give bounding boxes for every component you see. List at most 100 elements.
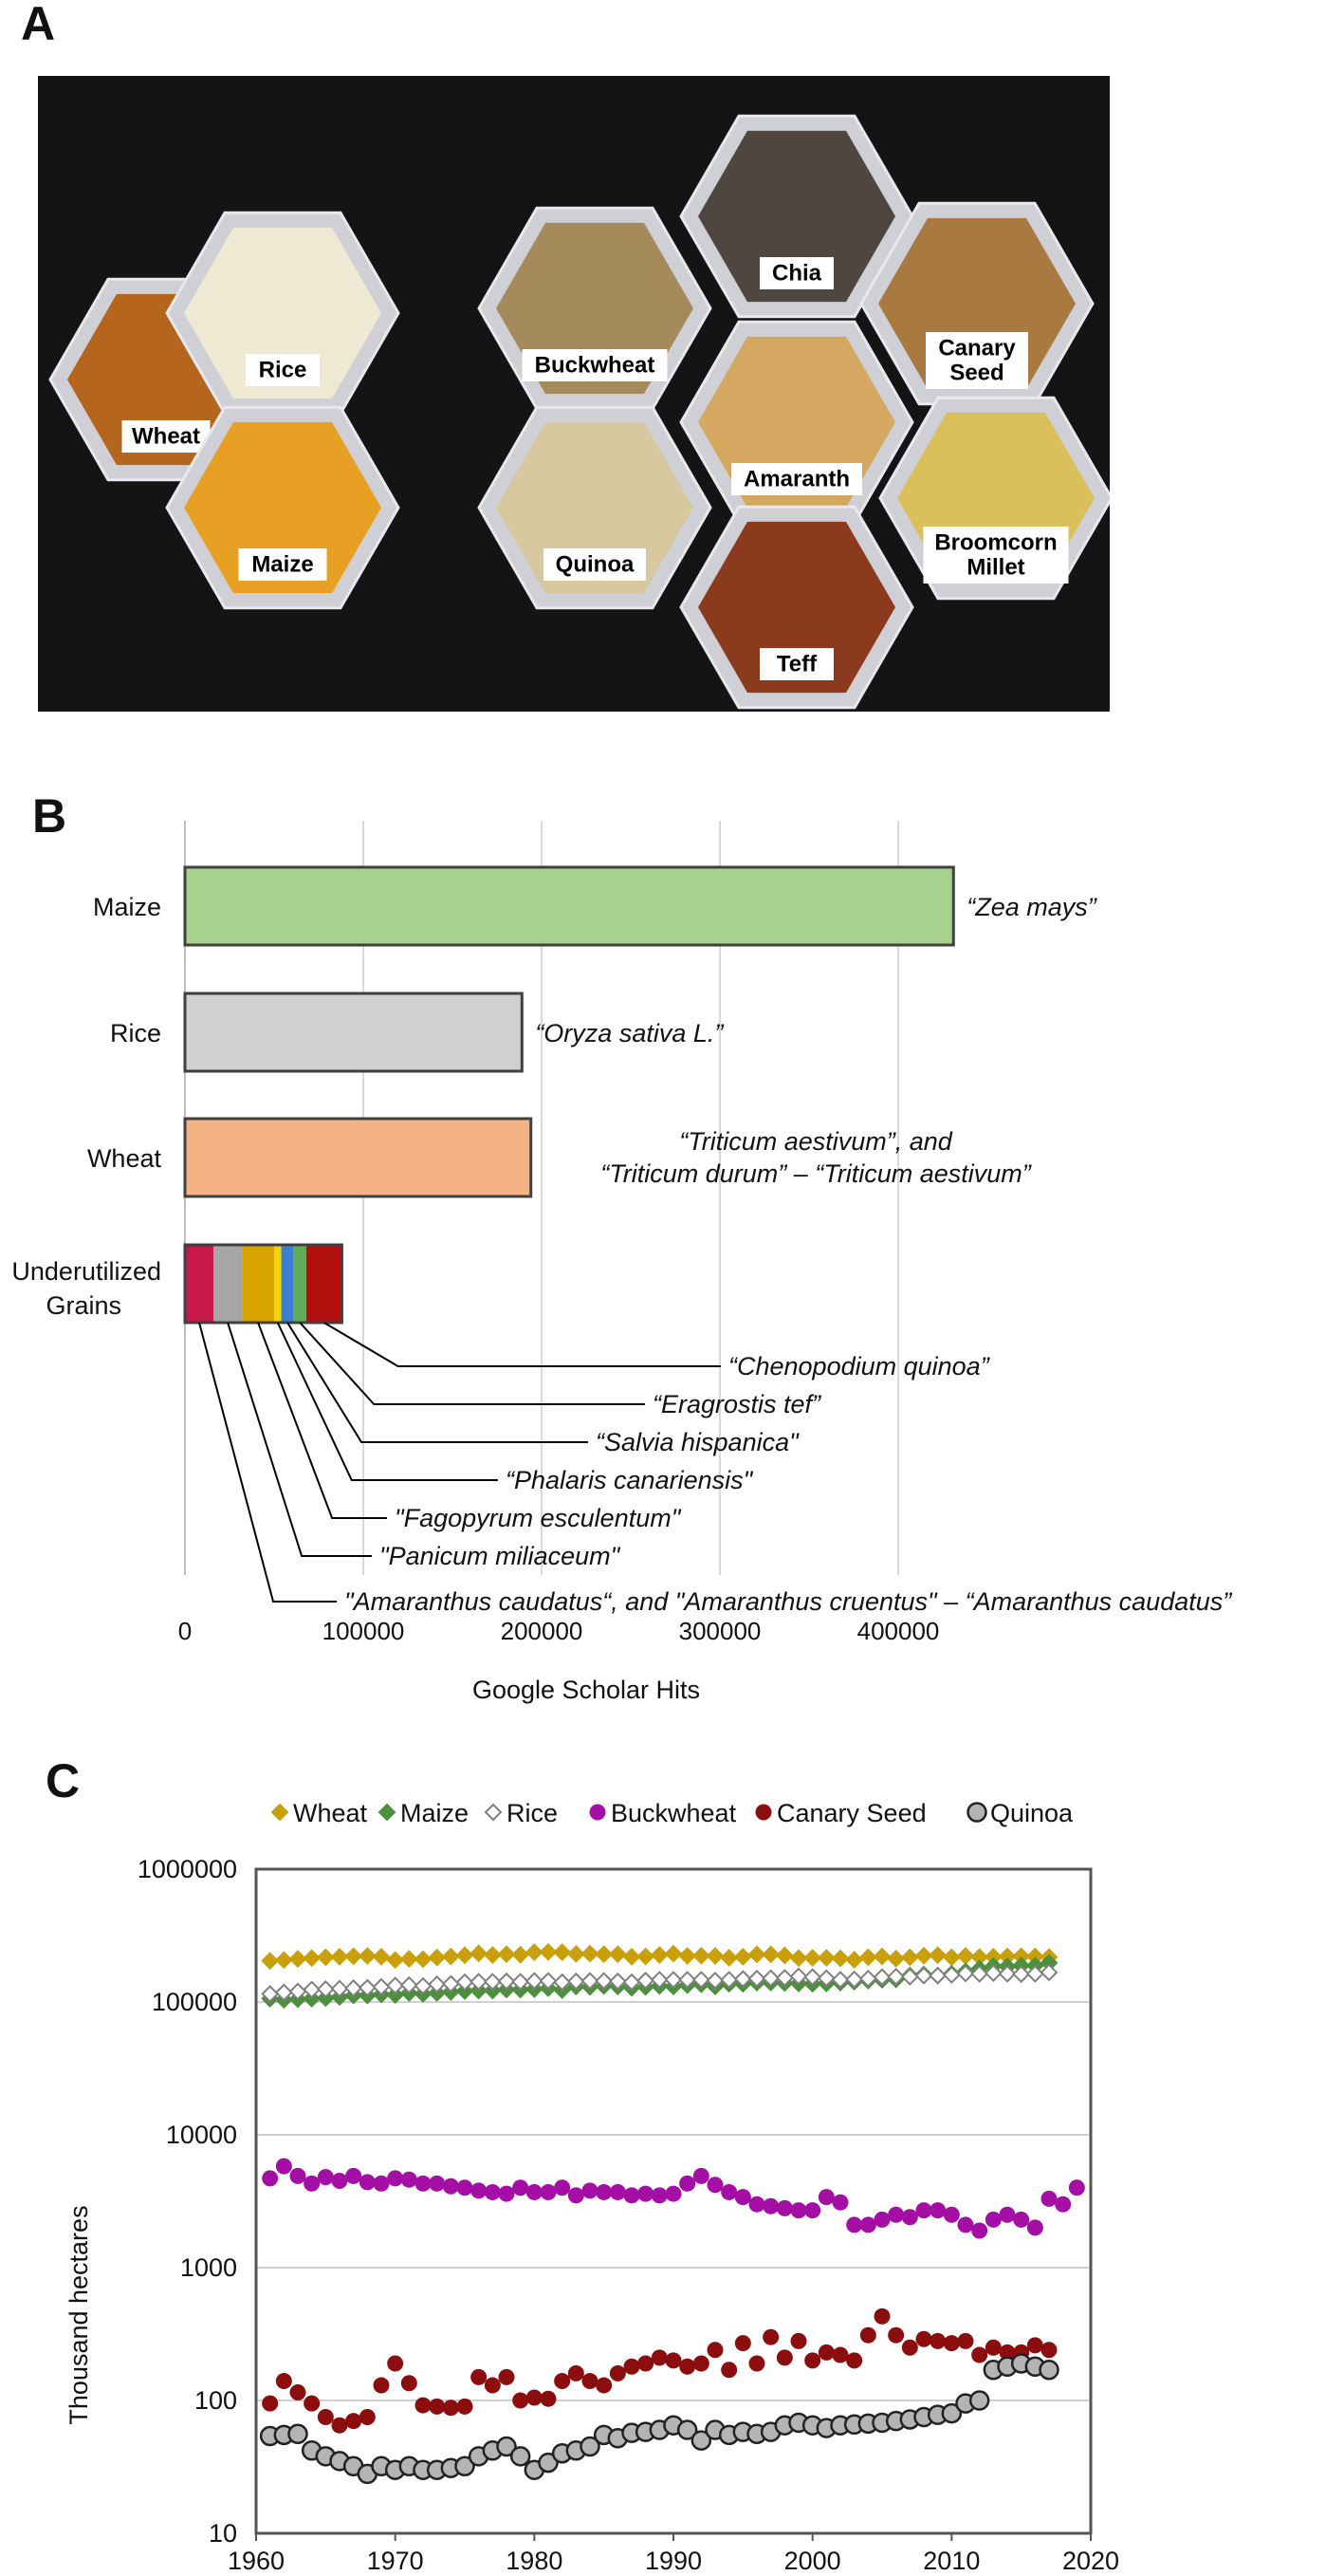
point-wheat (733, 1947, 752, 1966)
point-buckwheat (888, 2206, 905, 2223)
point-canary-seed (846, 2352, 863, 2369)
point-canary-seed (943, 2335, 960, 2352)
label-box-teff (760, 648, 834, 680)
point-canary-seed (373, 2377, 390, 2394)
leader-line-3 (257, 1322, 387, 1519)
bar-annotation-maize: “Zea mays” (967, 893, 1097, 921)
point-wheat (539, 1942, 558, 1961)
point-wheat (344, 1947, 363, 1966)
label-box-buckwheat (522, 349, 668, 381)
point-quinoa (941, 2402, 963, 2424)
species-label-3: "Fagopyrum esculentum" (395, 1504, 682, 1532)
point-rice (858, 1969, 877, 1988)
point-rice (497, 1972, 516, 1991)
point-buckwheat (525, 2183, 543, 2200)
point-rice (706, 1971, 725, 1990)
point-wheat (845, 1951, 864, 1969)
point-rice (789, 1967, 808, 1986)
point-buckwheat (859, 2216, 876, 2233)
point-wheat (441, 1947, 460, 1966)
stack-segment-7 (305, 1245, 342, 1323)
point-rice (887, 1967, 906, 1986)
point-buckwheat (763, 2197, 780, 2215)
point-buckwheat (790, 2202, 807, 2219)
point-rice (942, 1966, 961, 1984)
point-wheat (956, 1947, 975, 1965)
point-canary-seed (387, 2355, 404, 2372)
point-buckwheat (985, 2211, 1002, 2228)
point-rice (984, 1964, 1003, 1982)
point-wheat (887, 1949, 906, 1968)
point-buckwheat (665, 2185, 682, 2202)
point-canary-seed (525, 2389, 543, 2406)
point-buckwheat (734, 2189, 751, 2206)
legend-marker-canary-seed (755, 1804, 772, 1821)
legend-marker-rice (484, 1803, 503, 1822)
point-buckwheat (748, 2196, 765, 2213)
point-canary-seed (818, 2344, 835, 2361)
legend-marker-quinoa (967, 1802, 987, 1823)
point-wheat (483, 1946, 502, 1964)
legend-label-maize: Maize (400, 1799, 469, 1827)
point-rice (914, 1966, 933, 1985)
species-label-1: "Amaranthus caudatus“, and "Amaranthus c… (344, 1587, 1232, 1616)
point-canary-seed (707, 2342, 724, 2359)
point-rice (428, 1974, 447, 1993)
point-canary-seed (748, 2355, 765, 2372)
point-wheat (929, 1946, 948, 1965)
point-buckwheat (943, 2206, 960, 2223)
point-buckwheat (707, 2177, 724, 2194)
point-wheat (622, 1947, 641, 1966)
point-rice (455, 1973, 474, 1992)
point-canary-seed (596, 2377, 613, 2394)
point-buckwheat (776, 2199, 793, 2216)
point-rice (650, 1971, 669, 1989)
point-canary-seed (679, 2358, 696, 2375)
point-canary-seed (790, 2332, 807, 2349)
point-canary-seed (484, 2377, 501, 2394)
label-teff: Teff (777, 651, 818, 676)
point-quinoa (580, 2436, 600, 2457)
point-canary-seed (262, 2395, 279, 2412)
y-tick-label: 100 (194, 2386, 237, 2415)
point-buckwheat (581, 2182, 598, 2199)
point-rice (831, 1971, 850, 1989)
point-buckwheat (554, 2179, 571, 2196)
point-rice (303, 1980, 322, 1999)
point-wheat (525, 1943, 543, 1961)
point-canary-seed (957, 2332, 974, 2349)
point-buckwheat (1068, 2179, 1085, 2196)
bar-wheat (183, 1117, 533, 1198)
point-buckwheat (596, 2183, 613, 2200)
point-canary-seed (442, 2400, 459, 2417)
point-rice (762, 1969, 781, 1988)
grain-fill-maize (184, 421, 381, 594)
point-canary-seed (429, 2398, 446, 2415)
y-tick-label: 10000 (166, 2121, 237, 2149)
legend-label-quinoa: Quinoa (990, 1799, 1074, 1827)
point-maize (316, 1989, 335, 2008)
label-maize: Maize (251, 551, 313, 577)
point-canary-seed (345, 2413, 362, 2430)
point-buckwheat (414, 2175, 432, 2192)
x-tick-label: 2000 (784, 2547, 841, 2575)
point-buckwheat (442, 2178, 459, 2195)
bar-annotation-wheat: “Triticum durum” – “Triticum aestivum” (600, 1159, 1032, 1188)
point-canary-seed (275, 2373, 292, 2390)
point-maize (303, 1990, 322, 2008)
leader-line-2 (227, 1322, 372, 1557)
point-canary-seed (470, 2368, 488, 2385)
point-rice (1040, 1963, 1059, 1982)
point-canary-seed (581, 2373, 598, 2390)
point-rice (664, 1971, 683, 1989)
point-canary-seed (874, 2307, 891, 2325)
x-tick-label: 100000 (322, 1617, 405, 1645)
point-wheat (316, 1948, 335, 1967)
point-buckwheat (1040, 2190, 1058, 2207)
point-canary-seed (888, 2326, 905, 2344)
point-buckwheat (930, 2202, 947, 2219)
grain-fill-chia (698, 130, 895, 303)
point-wheat (636, 1947, 655, 1966)
point-wheat (914, 1946, 933, 1965)
category-label-underutilized-grains: Grains (46, 1291, 121, 1320)
